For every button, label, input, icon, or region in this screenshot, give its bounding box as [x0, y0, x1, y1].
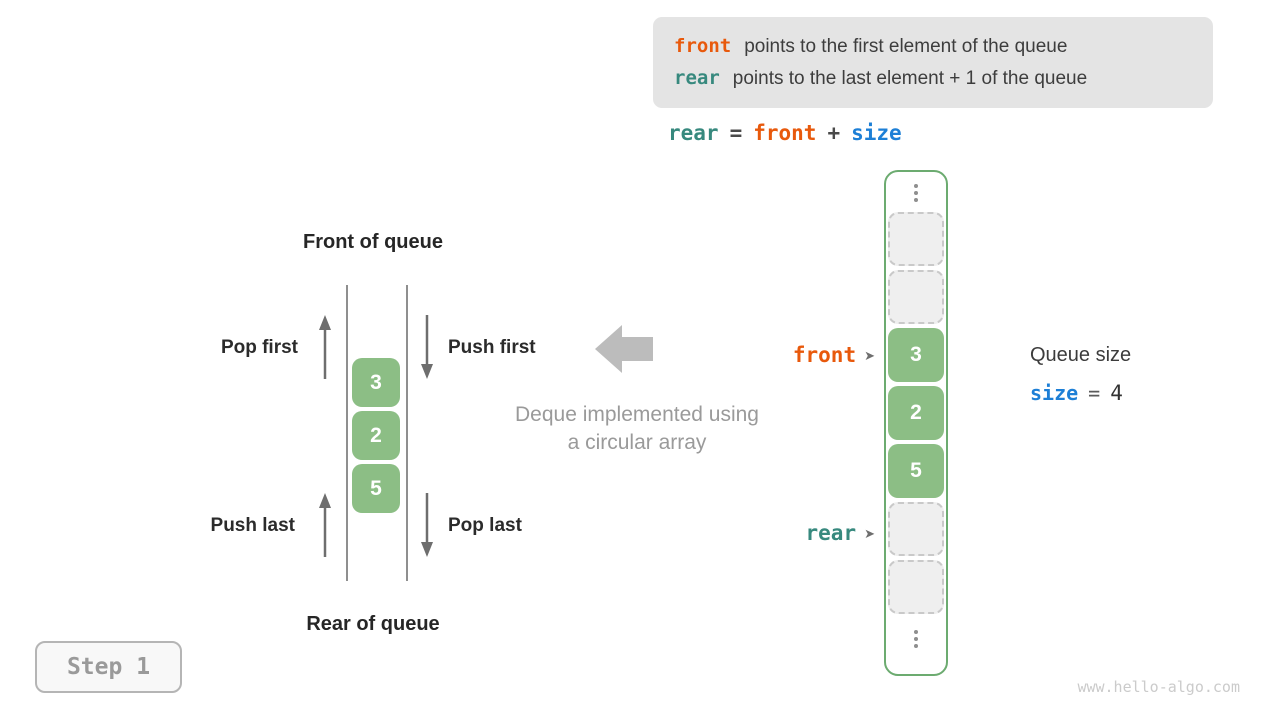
front-pointer-label: front [792, 343, 857, 367]
stack-value-3: 3 [352, 358, 400, 407]
array-cell-value-2: 2 [888, 386, 944, 440]
watermark: www.hello-algo.com [1077, 678, 1240, 696]
channel-left-line [346, 285, 348, 581]
caption-line1: Deque implemented using [515, 403, 759, 426]
ellipsis-bottom-icon [886, 630, 946, 648]
push-last-up-arrow-icon [319, 493, 331, 557]
pop-first-up-arrow-icon [319, 315, 331, 379]
front-pointer: front ➤ [735, 343, 875, 367]
pop-last-label: Pop last [448, 515, 522, 536]
formula-front: front [753, 121, 817, 145]
legend-text-rear: points to the last element + 1 of the qu… [732, 68, 1088, 89]
front-pointer-arrow-icon: ➤ [864, 347, 875, 363]
array-cell-empty [888, 212, 944, 266]
rear-pointer-label: rear [805, 521, 857, 545]
array-cell-value-5: 5 [888, 444, 944, 498]
formula-plus: + [827, 121, 841, 145]
rear-pointer-arrow-icon: ➤ [864, 525, 875, 541]
left-arrow-icon [595, 325, 653, 373]
push-last-label: Push last [210, 515, 295, 536]
legend-row-rear: rear points to the last element + 1 of t… [674, 67, 1213, 90]
push-first-label: Push first [448, 337, 536, 358]
caption-line2: a circular array [567, 431, 707, 454]
queue-size-var: size [1030, 381, 1079, 405]
center-caption: Deque implemented using a circular array [487, 401, 787, 457]
formula-rear: rear [668, 121, 719, 145]
channel-right-line [406, 285, 408, 581]
queue-size-value: 4 [1110, 381, 1123, 405]
formula-rear-front-size: rear = front + size [668, 121, 902, 145]
circular-array-column: 3 2 5 [884, 170, 948, 676]
legend-keyword-front: front [674, 35, 732, 57]
step-badge: Step 1 [35, 641, 182, 693]
array-cell-empty [888, 502, 944, 556]
stack-value-5: 5 [352, 464, 400, 513]
push-first-down-arrow-icon [421, 315, 433, 379]
queue-size-expression: size = 4 [1030, 381, 1123, 405]
array-cell-empty [888, 560, 944, 614]
formula-size: size [851, 121, 902, 145]
queue-size-label: Queue size [1030, 344, 1132, 366]
rear-pointer: rear ➤ [735, 521, 875, 545]
array-cell-empty [888, 270, 944, 324]
legend-box: front points to the first element of the… [653, 17, 1213, 108]
ellipsis-top-icon [886, 184, 946, 202]
legend-row-front: front points to the first element of the… [674, 35, 1213, 58]
rear-of-queue-label: Rear of queue [306, 613, 440, 635]
stack-value-2: 2 [352, 411, 400, 460]
formula-equals: = [729, 121, 743, 145]
pop-first-label: Pop first [220, 337, 298, 358]
legend-text-front: points to the first element of the queue [744, 36, 1068, 57]
legend-keyword-rear: rear [674, 67, 720, 89]
front-of-queue-label: Front of queue [303, 231, 443, 253]
pop-last-down-arrow-icon [421, 493, 433, 557]
array-cell-value-3: 3 [888, 328, 944, 382]
queue-size-equals: = [1088, 381, 1101, 405]
